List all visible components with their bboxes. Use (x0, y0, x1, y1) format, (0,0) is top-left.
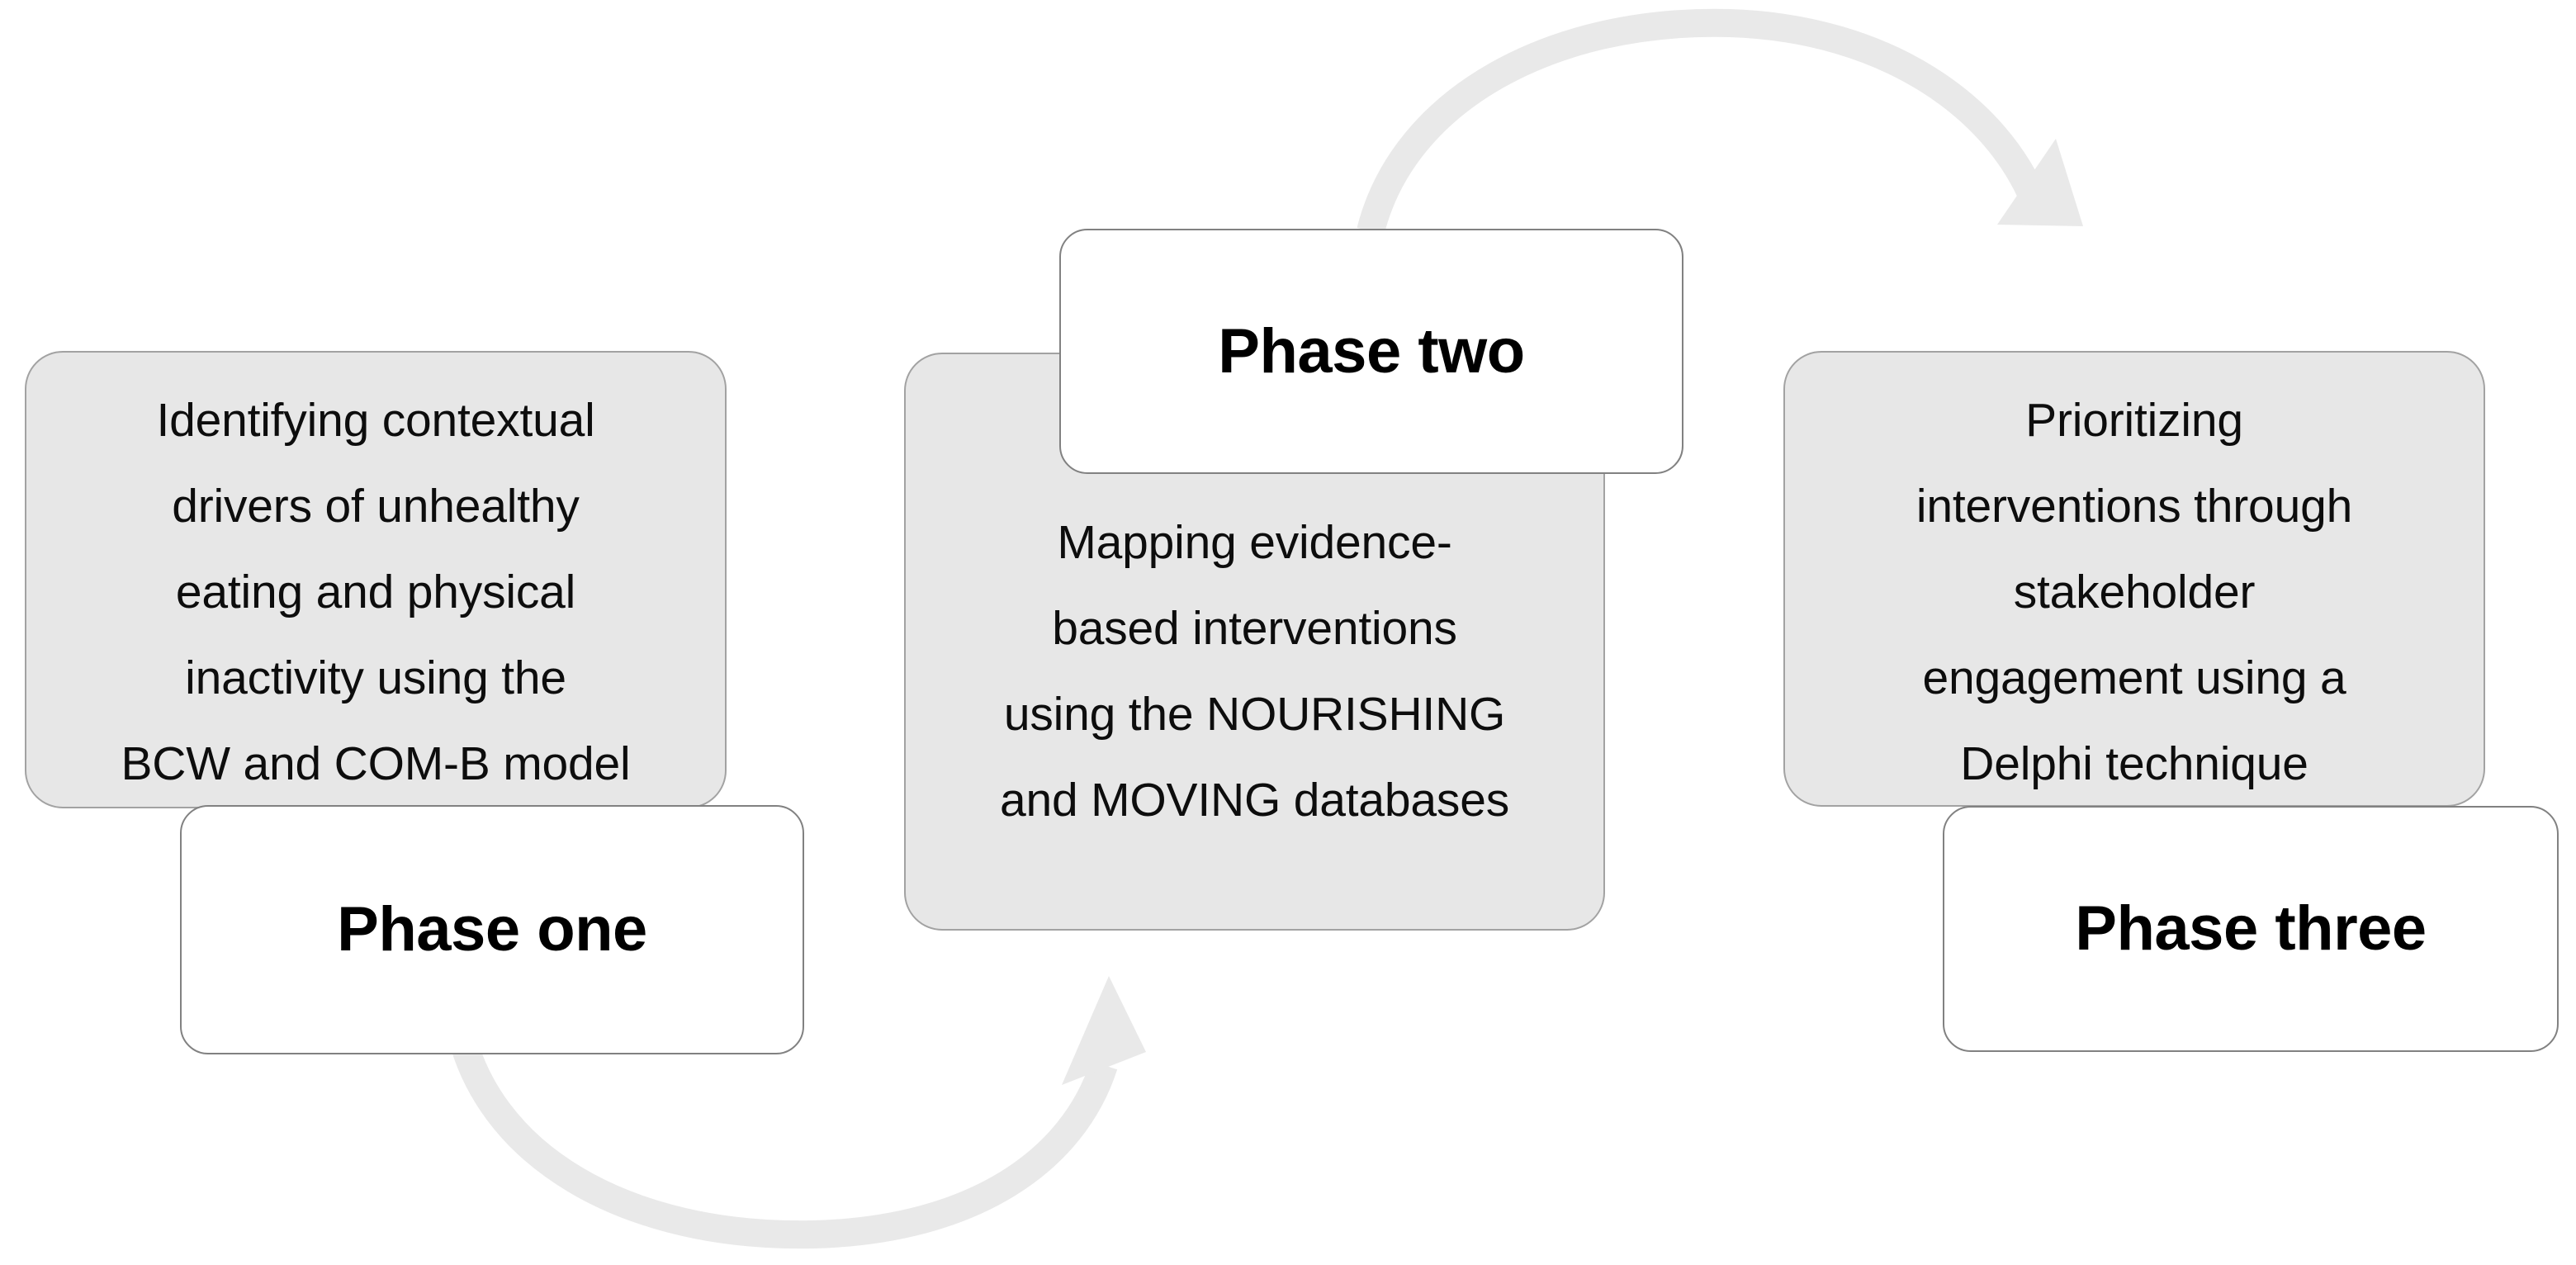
phase-one-label-text: Phase one (337, 894, 647, 964)
phase-one-label-box[interactable]: Phase one (180, 805, 804, 1054)
phase-three-label-box[interactable]: Phase three (1943, 806, 2559, 1052)
phase-three-label-text: Phase three (2075, 893, 2427, 964)
phase-two-label-box[interactable]: Phase two (1059, 229, 1683, 474)
phase-two-label-text: Phase two (1218, 315, 1525, 386)
arrow-phase-two-to-phase-three (1357, 8, 2083, 235)
